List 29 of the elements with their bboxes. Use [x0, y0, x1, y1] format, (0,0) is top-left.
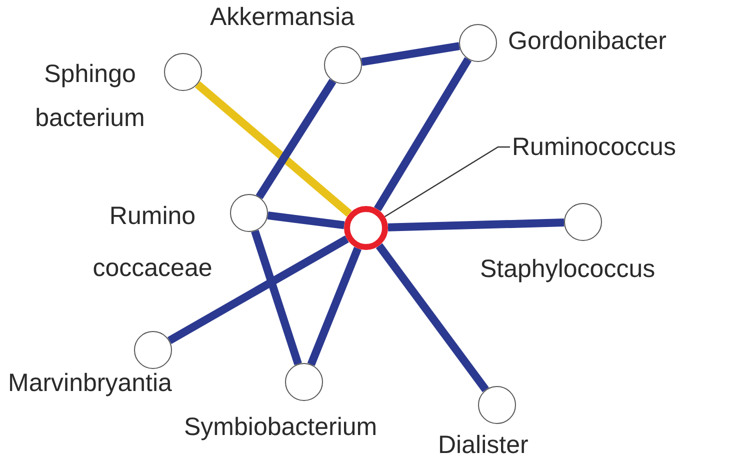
node-label: Gordonibacter: [508, 26, 666, 56]
network-link: [307, 246, 362, 366]
node-circle: [324, 46, 362, 84]
leader-line: [384, 146, 510, 218]
network-link: [256, 78, 336, 200]
node-label: Staphylococcus: [480, 254, 656, 284]
network-link: [168, 235, 349, 344]
node-circle: [134, 331, 172, 369]
node-label: Ruminococcus: [512, 130, 676, 164]
network-link: [388, 218, 564, 232]
node-label: Marvinbryantia: [8, 368, 172, 398]
node-circle: [230, 194, 268, 232]
node-circle: [285, 363, 323, 401]
node-label: Symbiobacterium: [184, 412, 378, 442]
node-label: Dialister: [438, 430, 528, 460]
network-link: [361, 42, 460, 66]
node-circle: [564, 203, 602, 241]
network-link: [374, 57, 472, 212]
network-link: [376, 243, 489, 392]
node-label: Akkermansia: [210, 2, 354, 32]
ring-node: [344, 206, 388, 250]
node-label: Sphingo bacterium: [34, 59, 146, 134]
node-label: Rumino coccaceae: [92, 201, 214, 284]
network-link: [194, 81, 352, 217]
node-circle: [478, 386, 516, 424]
node-circle: [459, 24, 497, 62]
network-link: [251, 230, 302, 366]
network-link: [267, 211, 345, 230]
node-circle: [164, 53, 202, 91]
